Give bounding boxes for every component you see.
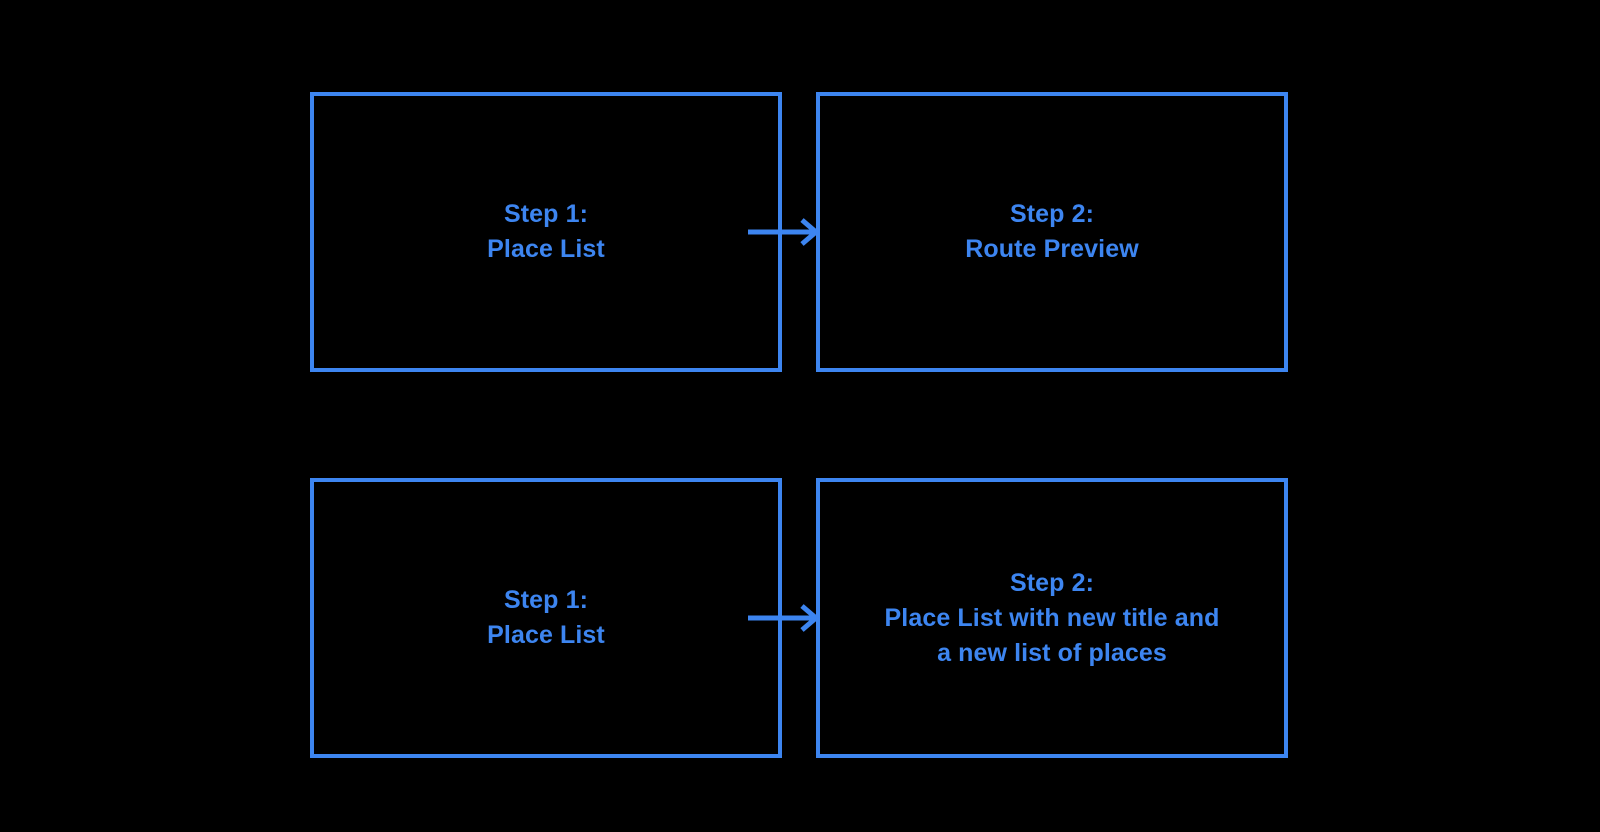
step-box-top-right-label: Step 2: Route Preview [965, 200, 1139, 263]
step-box-top-right[interactable]: Step 2: Route Preview [816, 92, 1288, 372]
flow-row-bottom: Step 1: Place List Step 2: Place List wi… [0, 478, 1600, 758]
step-box-bottom-right-label: Step 2: Place List with new title and a … [884, 568, 1220, 667]
step-box-bottom-left[interactable]: Step 1: Place List [310, 478, 782, 758]
arrow-right-icon-top [748, 218, 820, 246]
step-box-bottom-right[interactable]: Step 2: Place List with new title and a … [816, 478, 1288, 758]
step-box-top-left[interactable]: Step 1: Place List [310, 92, 782, 372]
step-box-bottom-left-label: Step 1: Place List [487, 586, 605, 649]
step-box-top-left-label: Step 1: Place List [487, 200, 605, 263]
arrow-right-icon-bottom [748, 604, 820, 632]
flow-row-top: Step 1: Place List Step 2: Route Preview [0, 92, 1600, 372]
